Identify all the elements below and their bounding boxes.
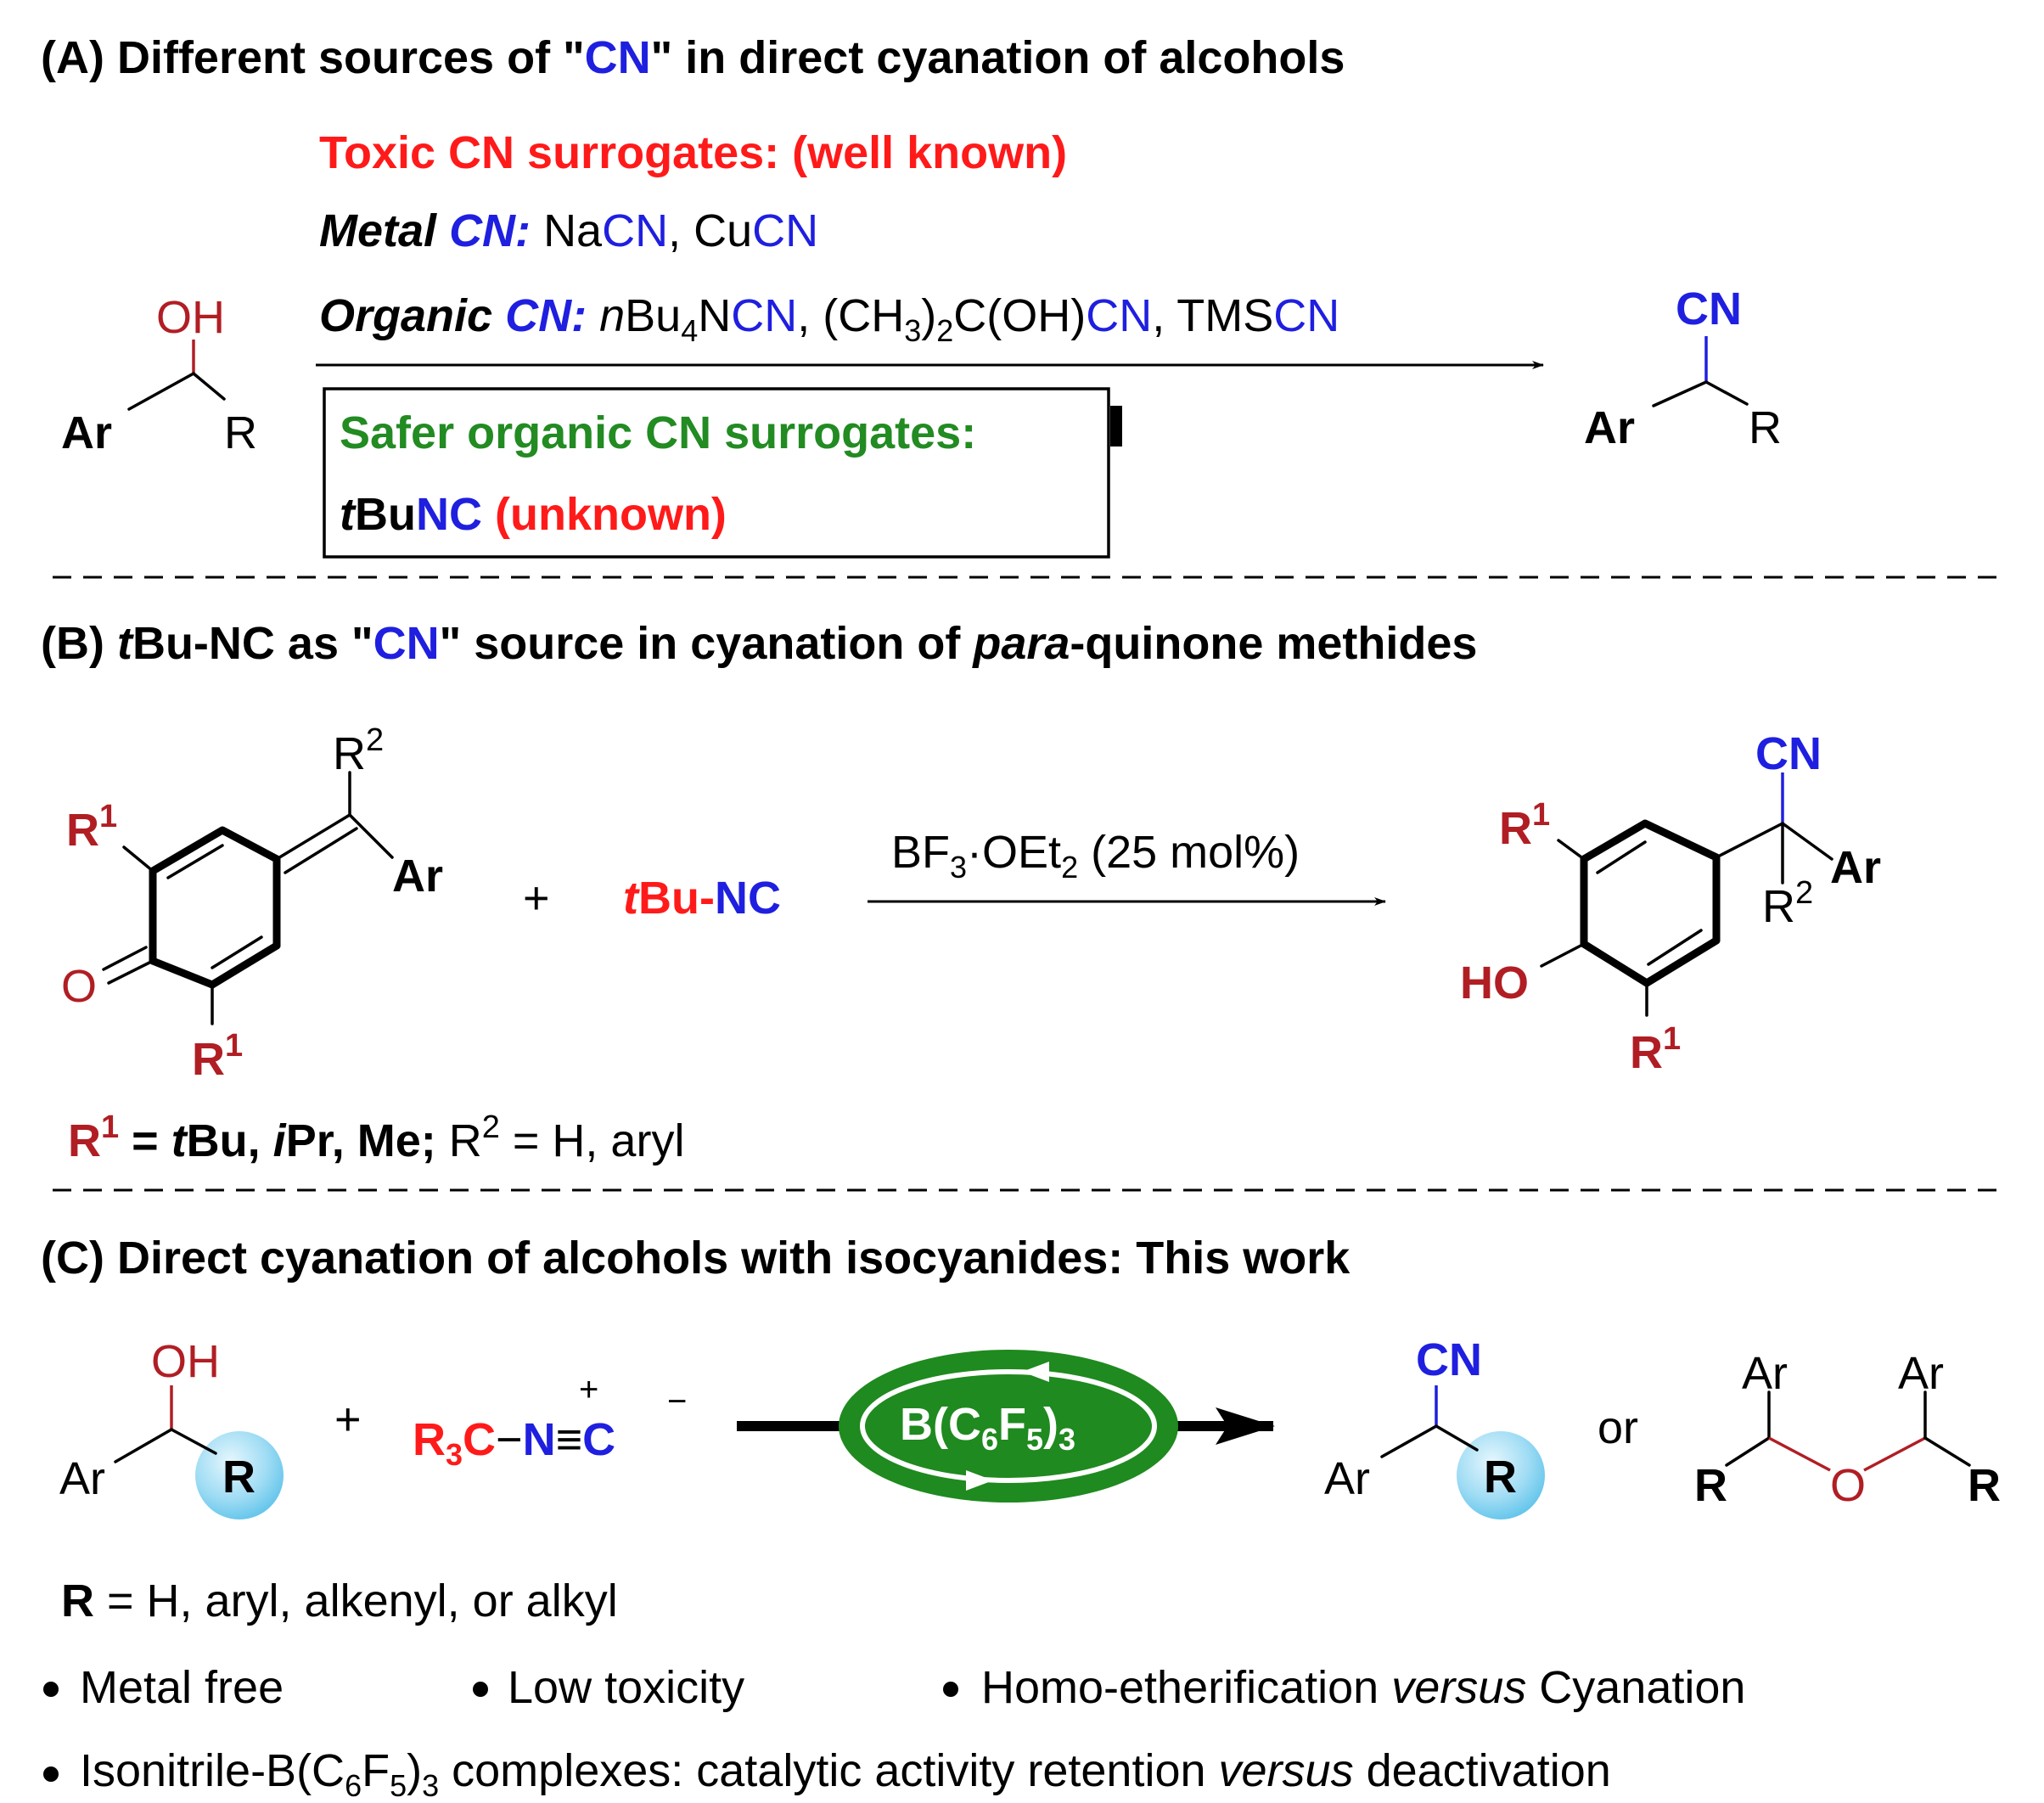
svg-text:+: +: [579, 1371, 598, 1408]
svg-text:Ar: Ar: [392, 851, 443, 902]
safer-surrogates-label: Safer organic CN surrogates:: [340, 407, 976, 458]
isocyanide-reagent: R3C−N≡C + −: [413, 1371, 687, 1472]
substituent-definition-b: R1 = tBu, iPr, Me; R2 = H, aryl: [68, 1109, 684, 1166]
bullet-low-toxicity: Low toxicity: [508, 1662, 744, 1713]
conditions-b: BF3·OEt2 (25 mol%): [891, 827, 1300, 885]
svg-text:CN: CN: [1755, 728, 1822, 779]
r-definition-c: R = H, aryl, alkenyl, or alkyl: [61, 1576, 618, 1626]
r-label: R: [224, 407, 257, 458]
svg-text:CN: CN: [1416, 1334, 1482, 1385]
catalyst-label: B(C6F5)3: [900, 1399, 1075, 1457]
svg-text:R1: R1: [1499, 797, 1550, 854]
plus-c: +: [334, 1394, 362, 1445]
svg-text:Ar: Ar: [1830, 842, 1881, 893]
safer-surrogate-box: [323, 387, 1110, 559]
svg-text:R: R: [222, 1452, 256, 1502]
toxic-surrogates-label: Toxic CN surrogates: (well known): [319, 127, 1067, 178]
feature-bullets: Metal free Low toxicity Homo-etherificat…: [43, 1662, 1745, 1803]
svg-text:R2: R2: [1762, 875, 1813, 932]
box-handle: [1110, 406, 1122, 447]
cn-label: CN: [1676, 284, 1742, 334]
phenol-nitrile-product: CN R1 Ar R2 HO R1: [1460, 728, 1881, 1078]
nitrile-product-a: CN Ar R: [1584, 284, 1782, 453]
nitrile-product-c: CN Ar R: [1324, 1334, 1545, 1519]
or-label: or: [1598, 1402, 1638, 1453]
tbunc-unknown: tBuNC (unknown): [340, 489, 727, 540]
alcohol-reactant-a: OH Ar R: [61, 292, 257, 458]
svg-text:OH: OH: [151, 1336, 220, 1387]
svg-text:R: R: [1968, 1460, 2001, 1511]
plus-b: +: [523, 873, 550, 924]
alcohol-reactant-c: OH Ar R: [59, 1336, 284, 1519]
tbu-nc-reagent: tBu-NC: [623, 873, 781, 924]
section-c-heading: (C) Direct cyanation of alcohols with is…: [41, 1233, 1350, 1283]
ar-label: Ar: [1584, 402, 1635, 453]
bullet-homo-etherification: Homo-etherification versus Cyanation: [981, 1662, 1745, 1713]
organic-cn-line: Organic CN: nBu4NCN, (CH3)2C(OH)CN, TMSC…: [319, 290, 1339, 348]
svg-text:−: −: [667, 1383, 687, 1420]
svg-text:Ar: Ar: [1898, 1348, 1944, 1399]
svg-text:R1: R1: [1630, 1021, 1681, 1078]
catalyst-badge: B(C6F5)3: [839, 1350, 1178, 1502]
r-bead: [1457, 1431, 1545, 1519]
r-bead: [195, 1431, 284, 1519]
svg-text:O: O: [1830, 1460, 1866, 1511]
r-label: R: [1749, 402, 1782, 453]
quinone-methide-reactant: R2 R1 Ar O R1: [61, 722, 443, 1085]
svg-text:R3C−N≡C: R3C−N≡C: [413, 1414, 615, 1472]
svg-text:Ar: Ar: [1742, 1348, 1788, 1399]
ether-product: Ar Ar R O R: [1694, 1348, 2001, 1511]
section-a-heading: (A) Different sources of "CN" in direct …: [41, 32, 1345, 83]
svg-text:Ar: Ar: [59, 1453, 105, 1504]
svg-text:O: O: [61, 961, 97, 1012]
oh-label: OH: [156, 292, 225, 343]
svg-text:HO: HO: [1460, 958, 1529, 1008]
metal-cn-line: Metal CN: NaCN, CuCN: [319, 205, 818, 256]
bullet-metal-free: Metal free: [80, 1662, 284, 1713]
ar-label: Ar: [61, 407, 112, 458]
svg-text:R2: R2: [333, 722, 384, 779]
bullet-complexes: Isonitrile-B(C6F5)3 complexes: catalytic…: [80, 1745, 1611, 1803]
svg-text:R: R: [1484, 1452, 1517, 1502]
svg-text:R1: R1: [192, 1028, 243, 1085]
svg-text:Ar: Ar: [1324, 1453, 1370, 1504]
section-b-heading: (B) tBu-NC as "CN" source in cyanation o…: [41, 618, 1477, 669]
svg-text:R1: R1: [66, 799, 117, 856]
svg-text:R: R: [1694, 1460, 1727, 1511]
